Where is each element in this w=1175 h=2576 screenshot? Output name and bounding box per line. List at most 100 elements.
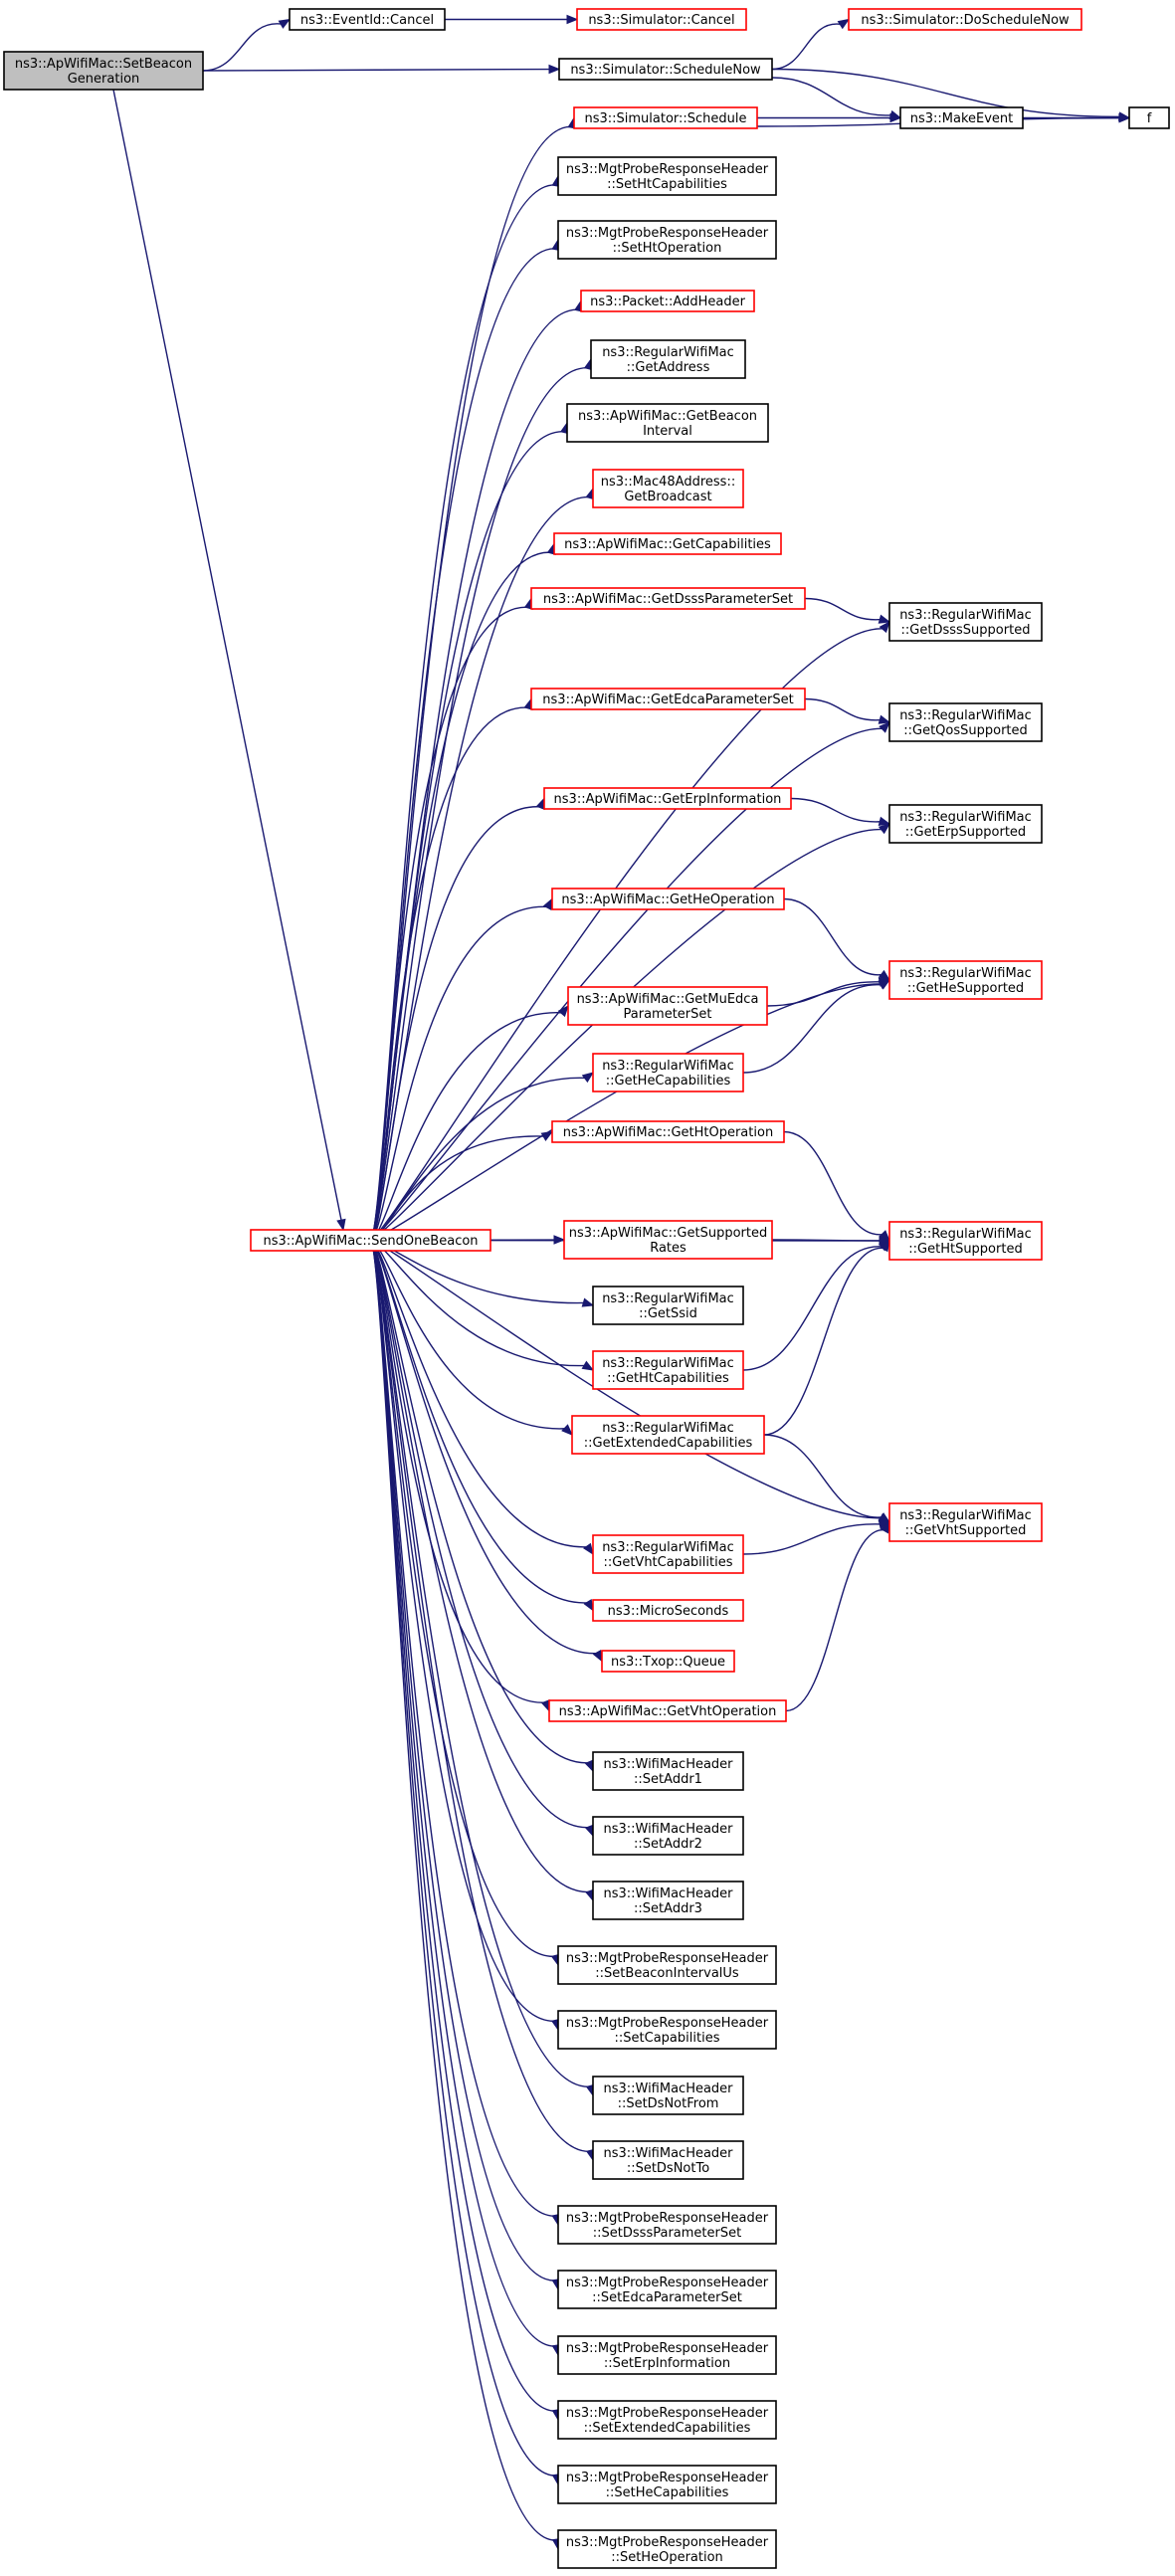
node-getHeSupported[interactable]: ns3::RegularWifiMac::GetHeSupported — [888, 960, 1043, 1000]
node-label: ns3::Txop::Queue — [611, 1655, 725, 1670]
edge-sendOneBeacon-to-getExtCap — [369, 1239, 573, 1436]
arrowhead — [581, 1297, 595, 1307]
node-label: ns3::MakeEvent — [910, 111, 1014, 126]
edge-sendOneBeacon-to-setAddr1 — [369, 1239, 594, 1773]
node-box — [567, 986, 768, 1026]
node-label: ns3::ApWifiMac::GetHtOperation — [563, 1125, 773, 1140]
node-box — [888, 1502, 1043, 1542]
node-label: ns3::Mac48Address:: — [601, 475, 735, 490]
node-label: ns3::RegularWifiMac — [602, 1291, 734, 1306]
node-setHeOp[interactable]: ns3::MgtProbeResponseHeader::SetHeOperat… — [557, 2529, 777, 2569]
node-box — [592, 1751, 744, 1791]
node-label: ::GetErpSupported — [905, 825, 1026, 840]
edge-sendOneBeacon-to-getMuEdca — [369, 1004, 569, 1242]
node-txopQueue[interactable]: ns3::Txop::Queue — [601, 1650, 735, 1673]
node-getDsssSupported[interactable]: ns3::RegularWifiMac::GetDsssSupported — [888, 602, 1043, 642]
arrowhead — [878, 823, 891, 835]
arrowhead — [879, 620, 890, 634]
node-setHtOp[interactable]: ns3::MgtProbeResponseHeader::SetHtOperat… — [557, 220, 777, 260]
node-setExtCap[interactable]: ns3::MgtProbeResponseHeader::SetExtended… — [557, 2400, 777, 2440]
node-doScheduleNow[interactable]: ns3::Simulator::DoScheduleNow — [848, 8, 1082, 31]
node-getErpInfo[interactable]: ns3::ApWifiMac::GetErpInformation — [543, 787, 792, 810]
node-getErpSupported[interactable]: ns3::RegularWifiMac::GetErpSupported — [888, 804, 1043, 844]
node-label: ns3::ApWifiMac::GetHeOperation — [561, 892, 774, 907]
arrowhead — [540, 1130, 554, 1141]
node-getHeOp[interactable]: ns3::ApWifiMac::GetHeOperation — [551, 888, 785, 910]
node-getHtSupported[interactable]: ns3::RegularWifiMac::GetHtSupported — [888, 1221, 1043, 1261]
node-getHtOp[interactable]: ns3::ApWifiMac::GetHtOperation — [551, 1120, 785, 1143]
arrowhead — [837, 18, 851, 30]
node-makeEvent[interactable]: ns3::MakeEvent — [899, 106, 1024, 129]
arrowhead — [336, 1218, 346, 1232]
node-label: ns3::RegularWifiMac — [602, 1540, 734, 1555]
node-label: ns3::MgtProbeResponseHeader — [566, 162, 769, 177]
node-addHeader[interactable]: ns3::Packet::AddHeader — [580, 290, 755, 312]
node-box — [3, 51, 204, 91]
node-setCapabilities[interactable]: ns3::MgtProbeResponseHeader::SetCapabili… — [557, 2010, 777, 2050]
node-getEdcaParam[interactable]: ns3::ApWifiMac::GetEdcaParameterSet — [530, 688, 806, 710]
node-label: ns3::RegularWifiMac — [602, 1356, 734, 1371]
node-getVhtCap[interactable]: ns3::RegularWifiMac::GetVhtCapabilities — [592, 1534, 744, 1574]
node-box — [558, 58, 773, 81]
node-setEdcaParam[interactable]: ns3::MgtProbeResponseHeader::SetEdcaPara… — [557, 2270, 777, 2309]
node-box — [888, 602, 1043, 642]
node-box — [557, 2270, 777, 2309]
node-setHtCap[interactable]: ns3::MgtProbeResponseHeader::SetHtCapabi… — [557, 156, 777, 196]
node-getCapabilities[interactable]: ns3::ApWifiMac::GetCapabilities — [553, 532, 782, 555]
node-getHeCap[interactable]: ns3::RegularWifiMac::GetHeCapabilities — [592, 1053, 744, 1092]
arrowhead — [878, 816, 891, 826]
node-label: Interval — [643, 424, 692, 439]
arrowhead — [535, 797, 545, 811]
node-label: ::GetHeCapabilities — [606, 1074, 731, 1089]
node-scheduleNow[interactable]: ns3::Simulator::ScheduleNow — [558, 58, 773, 81]
node-getBroadcast[interactable]: ns3::Mac48Address::GetBroadcast — [592, 469, 744, 508]
node-getVhtOp[interactable]: ns3::ApWifiMac::GetVhtOperation — [548, 1699, 787, 1722]
node-label: ns3::Simulator::DoScheduleNow — [861, 13, 1070, 28]
node-box — [592, 1816, 744, 1856]
node-getExtCap[interactable]: ns3::RegularWifiMac::GetExtendedCapabili… — [571, 1415, 765, 1455]
node-setAddr1[interactable]: ns3::WifiMacHeader::SetAddr1 — [592, 1751, 744, 1791]
node-getVhtSupported[interactable]: ns3::RegularWifiMac::GetVhtSupported — [888, 1502, 1043, 1542]
node-getSsid[interactable]: ns3::RegularWifiMac::GetSsid — [592, 1286, 744, 1325]
node-sendOneBeacon[interactable]: ns3::ApWifiMac::SendOneBeacon — [250, 1229, 491, 1252]
node-label: ns3::WifiMacHeader — [603, 1822, 733, 1837]
node-microSeconds[interactable]: ns3::MicroSeconds — [592, 1599, 744, 1622]
node-setAddr2[interactable]: ns3::WifiMacHeader::SetAddr2 — [592, 1816, 744, 1856]
node-f[interactable]: f — [1128, 106, 1170, 129]
node-getDsssParam[interactable]: ns3::ApWifiMac::GetDsssParameterSet — [530, 587, 806, 610]
node-box — [899, 106, 1024, 129]
node-label: ns3::MgtProbeResponseHeader — [566, 2016, 769, 2031]
arrowhead — [548, 64, 561, 75]
node-setAddr3[interactable]: ns3::WifiMacHeader::SetAddr3 — [592, 1881, 744, 1920]
node-label: ns3::WifiMacHeader — [603, 2146, 733, 2161]
node-box — [543, 787, 792, 810]
node-box — [548, 1699, 787, 1722]
node-box — [530, 688, 806, 710]
node-schedule[interactable]: ns3::Simulator::Schedule — [573, 106, 758, 129]
node-setHeCap[interactable]: ns3::MgtProbeResponseHeader::SetHeCapabi… — [557, 2465, 777, 2504]
node-eventCancel[interactable]: ns3::EventId::Cancel — [289, 8, 446, 31]
node-setDsssParam[interactable]: ns3::MgtProbeResponseHeader::SetDsssPara… — [557, 2205, 777, 2245]
node-box — [289, 8, 446, 31]
node-setErpInfo[interactable]: ns3::MgtProbeResponseHeader::SetErpInfor… — [557, 2335, 777, 2375]
node-getQosSupported[interactable]: ns3::RegularWifiMac::GetQosSupported — [888, 702, 1043, 742]
node-simCancel[interactable]: ns3::Simulator::Cancel — [576, 8, 747, 31]
node-label: ns3::RegularWifiMac — [602, 345, 734, 360]
node-setDsNotFrom[interactable]: ns3::WifiMacHeader::SetDsNotFrom — [592, 2076, 744, 2115]
node-label: ns3::MgtProbeResponseHeader — [566, 2276, 769, 2290]
node-getHtCap[interactable]: ns3::RegularWifiMac::GetHtCapabilities — [592, 1350, 744, 1390]
call-nodes: ns3::ApWifiMac::SetBeaconGenerationns3::… — [3, 8, 1170, 2569]
node-box — [557, 1945, 777, 1985]
node-setDsNotTo[interactable]: ns3::WifiMacHeader::SetDsNotTo — [592, 2140, 744, 2180]
node-getAddress[interactable]: ns3::RegularWifiMac::GetAddress — [590, 339, 746, 379]
arrowhead — [878, 979, 891, 990]
node-label: ns3::Simulator::Cancel — [588, 13, 734, 28]
node-label: ns3::RegularWifiMac — [899, 810, 1032, 825]
node-box — [551, 888, 785, 910]
node-setBeaconIntervalUs[interactable]: ns3::MgtProbeResponseHeader::SetBeaconIn… — [557, 1945, 777, 1985]
node-box — [1128, 106, 1170, 129]
